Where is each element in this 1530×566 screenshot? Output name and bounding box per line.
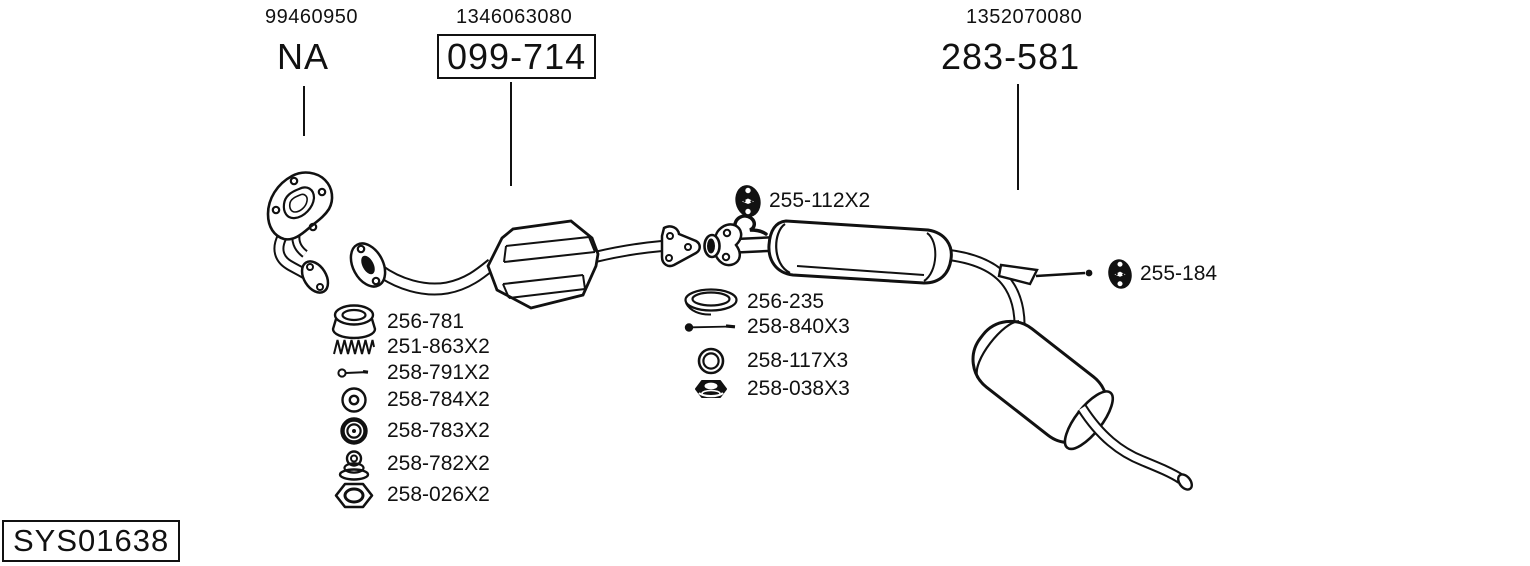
flange-nut-icon [682,377,740,401]
parts-list-row: 258-026X2 [328,476,490,514]
part-code-label: 258-038X3 [747,377,850,400]
sealing-ring-icon [682,347,740,375]
catalytic-converter-drawing [486,219,701,310]
system-code-box: SYS01638 [2,520,181,562]
mount-stack-icon [328,448,380,481]
oval-gasket-icon [682,287,740,317]
rear-muffler-drawing [971,319,1193,491]
parts-list-row: 258-784X2 [328,381,490,419]
part-code-label: 255-112X2 [769,189,871,212]
part-code-label: 256-235 [747,290,825,313]
parts-list-row: 258-782X2 [328,445,490,483]
part-code-muffler: 283-581 [941,36,1081,77]
washer-icon [328,387,380,413]
part-code-label: 251-863X2 [387,335,490,358]
hex-nut-icon [328,482,380,509]
rubber-mount-icon [1107,257,1133,291]
exhaust-manifold-drawing [266,171,334,294]
part-code-label: 258-117X3 [747,349,849,372]
part-code-label: 258-791X2 [387,361,490,384]
hanger-callout-row: 255-184 [1107,255,1217,293]
hanger-callout-row: 255-112X2 [734,182,870,220]
front-pipe-drawing [349,242,497,296]
part-code-manifold: NA [277,36,330,77]
flared-gasket-icon [328,304,380,340]
long-bolt-icon [682,321,740,333]
part-code-label: 258-840X3 [747,315,850,338]
oem-code-manifold: 99460950 [265,6,358,28]
parts-list-row: 258-840X3 [682,308,850,346]
part-code-label: 258-026X2 [387,483,490,506]
grommet-icon [328,417,380,445]
part-code-label: 258-784X2 [387,388,490,411]
center-muffler-drawing [703,214,1093,338]
parts-list-row: 258-117X3 [682,342,848,380]
parts-list-row: 256-235 [682,283,824,321]
oem-code-catalyst: 1346063080 [456,6,573,28]
system-code-label: SYS01638 [13,523,170,558]
leader-lines [303,82,1019,190]
part-code-label: 258-783X2 [387,419,490,442]
rubber-mount-icon [734,183,762,219]
part-code-catalyst: 099-714 [437,34,597,79]
parts-list-row: 256-781 [328,303,464,341]
parts-list-row: 258-791X2 [328,354,490,392]
parts-list-row: 258-783X2 [328,412,490,450]
spring-icon [328,337,380,357]
parts-list-row: 251-863X2 [328,328,490,366]
tailpipe-drawing [1077,404,1193,491]
part-code-label: 258-782X2 [387,452,490,475]
part-code-label: 256-781 [387,310,465,333]
bolt-icon [328,367,380,379]
parts-list-row: 258-038X3 [682,370,850,408]
part-code-label: 255-184 [1140,262,1218,285]
oem-code-muffler: 1352070080 [966,6,1083,28]
